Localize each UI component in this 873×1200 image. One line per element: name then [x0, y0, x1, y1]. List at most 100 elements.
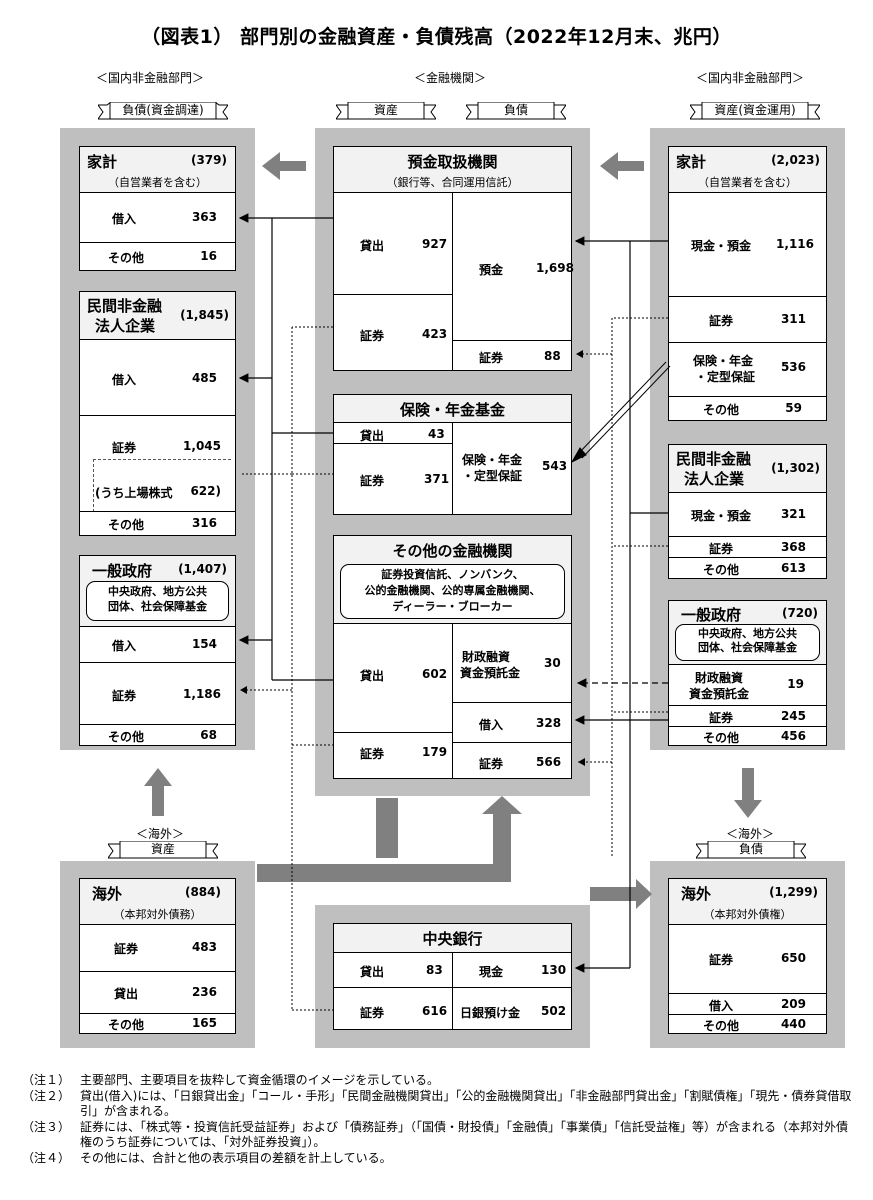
sector-subtitle: 証券投資信託、ノンバンク、 公的金融機関、公的専属金融機関、 ディーラー・ブロー… [340, 564, 565, 619]
banner-label: 負債 [503, 103, 528, 117]
divider [452, 702, 571, 703]
item-value: 440 [780, 1017, 806, 1031]
right-household-box: 家計 (2,023) （自営業者を含む） 現金・預金 1,116 証券 311 … [668, 146, 827, 421]
item-label: その他 [703, 1019, 740, 1033]
footnote-key: （注３） [22, 1119, 71, 1134]
item-value: 650 [780, 951, 806, 965]
item-label: 証券 [709, 953, 734, 967]
ribbon-shape [98, 102, 228, 120]
box-header: 民間非金融 法人企業 (1,302) [669, 445, 826, 493]
item-row: その他 316 [80, 511, 235, 535]
footnote: （注１） 主要部門、主要項目を抜粋して資金循環のイメージを示している。 [22, 1073, 852, 1089]
footnote: （注４） その他には、合計と他の表示項目の差額を計上している。 [22, 1151, 852, 1167]
band-overseas [257, 796, 522, 882]
item-row: 証券 311 [669, 296, 826, 342]
item-value: 1,045 [183, 439, 221, 453]
item-label: その他 [703, 403, 740, 417]
subtitle-line: 団体、社会保障基金 [108, 600, 207, 613]
asset-label: 証券 [360, 747, 385, 761]
footnote-text: 証券には、「株式等・投資信託受益証券」および「債務証券」（「国債・財投債」「金融… [80, 1119, 849, 1150]
item-value: 236 [191, 985, 217, 999]
sector-total: (884) [184, 885, 221, 899]
sector-total: (1,407) [178, 562, 227, 576]
connector [577, 361, 667, 455]
item-value: 311 [780, 312, 806, 326]
item-value: 165 [191, 1016, 217, 1030]
sector-subtitle: （銀行等、合同運用信託） [386, 176, 519, 189]
liab-label: 証券 [479, 351, 504, 365]
sector-total: (379) [190, 153, 227, 167]
item-row: その他 68 [80, 724, 235, 745]
left-corporate-box: 民間非金融 法人企業 (1,845) 借入 485 証券 1,045 (うち上場… [79, 291, 236, 536]
sector-name: 中央銀行 [422, 930, 483, 948]
item-label: その他 [108, 518, 145, 532]
liab-label: 借入 [479, 718, 504, 732]
divider [334, 443, 452, 444]
asset-label: 貸出 [360, 965, 385, 979]
divider [452, 742, 571, 743]
page-title: （図表1） 部門別の金融資産・負債残高（2022年12月末、兆円） [141, 26, 732, 48]
asset-label: 貸出 [360, 669, 385, 683]
listed-stock-subbox [93, 459, 231, 512]
sector-name-2: 法人企業 [684, 470, 745, 488]
item-label: 現金・預金 [691, 239, 752, 253]
sector-subtitle: （本邦対外債務） [113, 908, 202, 921]
item-row: その他 456 [669, 726, 826, 745]
right-corporate-box: 民間非金融 法人企業 (1,302) 現金・預金 321 証券 368 その他 … [668, 444, 827, 579]
item-row: その他 59 [669, 396, 826, 420]
deposit-institutions-box: 預金取扱機関 （銀行等、合同運用信託） 貸出 927 証券 423 預金 1,6… [333, 146, 574, 371]
flow-big-arrows [144, 152, 762, 909]
box-header: その他の金融機関 証券投資信託、ノンバンク、 公的金融機関、公的専属金融機関、 … [334, 536, 571, 624]
subtitle-line: ディーラー・ブローカー [392, 600, 513, 613]
subtitle-line: 証券投資信託、ノンバンク、 [381, 568, 524, 581]
liab-value: 543 [542, 459, 568, 473]
banner-label: 負債 [738, 842, 763, 856]
item-row: 現金・預金 321 [669, 493, 826, 536]
item-label: 証券 [709, 314, 734, 328]
asset-label: 貸出 [360, 429, 385, 443]
banner-left-liab: 負債(資金調達) [98, 102, 228, 120]
footnote-key: （注４） [22, 1150, 71, 1165]
securities-connectors [240, 317, 668, 1011]
liab-label: 現金 [479, 965, 504, 979]
liab-value: 30 [544, 656, 561, 670]
arrowhead [240, 686, 247, 694]
other-financial-box: その他の金融機関 証券投資信託、ノンバンク、 公的金融機関、公的専属金融機関、 … [333, 535, 572, 779]
footnote-key: （注２） [22, 1088, 71, 1103]
sector-total: (1,302) [771, 461, 820, 475]
divider [334, 987, 571, 988]
item-row: その他 165 [80, 1013, 235, 1033]
banner-overseas-asset: 資産 [108, 841, 218, 859]
ribbon-shape [696, 841, 806, 859]
item-row: 証券 650 [669, 925, 826, 993]
item-value: 456 [780, 729, 806, 743]
asset-value: 927 [422, 237, 448, 251]
item-value: 321 [780, 507, 806, 521]
sector-subtitle: （自営業者を含む） [698, 176, 797, 189]
item-label: その他 [703, 563, 740, 577]
liab-value: 566 [536, 755, 562, 769]
divider [452, 340, 571, 341]
item-label: 借入 [112, 212, 137, 226]
group-label-overseas-liab: ＜海外＞ [725, 827, 774, 841]
liab-value: 502 [541, 1004, 567, 1018]
item-value: 1,116 [776, 237, 814, 251]
sector-name: 一般政府 [681, 606, 742, 624]
insurance-pension-box: 保険・年金基金 貸出 43 証券 371 保険・年金 ・定型保証 543 [333, 394, 572, 515]
box-header: 家計 (379) （自営業者を含む） [80, 147, 235, 193]
item-value: 316 [191, 516, 217, 530]
left-household-box: 家計 (379) （自営業者を含む） 借入 363 その他 16 [79, 146, 236, 271]
liab-label: 財政融資 [462, 650, 511, 664]
box-header: 一般政府 (720) 中央政府、地方公共 団体、社会保障基金 [669, 601, 826, 665]
banner-label: 資産 [373, 103, 398, 117]
group-label-left: ＜国内非金融部門＞ [95, 71, 204, 85]
item-row: 証券 368 [669, 536, 826, 557]
right-government-box: 一般政府 (720) 中央政府、地方公共 団体、社会保障基金 財政融資 資金預託… [668, 600, 827, 746]
item-row: 証券 1,045 (うち上場株式 622) [80, 415, 235, 512]
arrow-down-to-overseas-liab [734, 768, 762, 818]
asset-value: 179 [422, 745, 448, 759]
item-row: 借入 209 [669, 993, 826, 1014]
item-value: 154 [191, 637, 217, 651]
item-row: 借入 154 [80, 627, 235, 662]
